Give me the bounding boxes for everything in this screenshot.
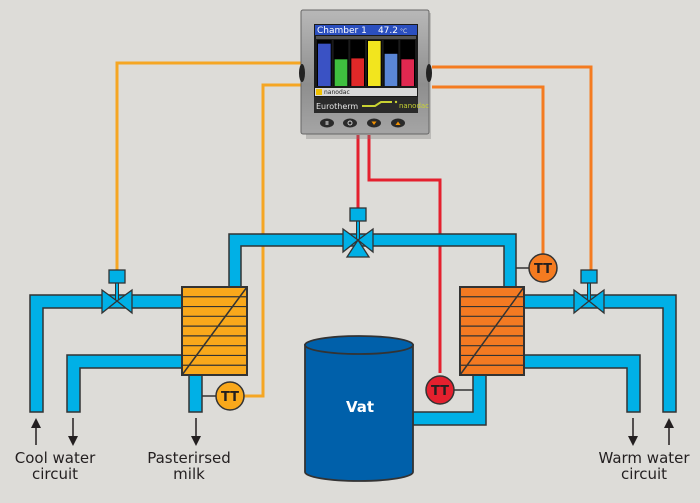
screen-scale-strip	[316, 36, 416, 39]
screen-bar-ch2	[334, 59, 348, 86]
scroll-button[interactable]	[343, 118, 357, 128]
connector-right	[426, 64, 432, 82]
up-arrow-icon	[395, 121, 401, 125]
page-button[interactable]	[320, 118, 334, 128]
arrow-up-icon	[664, 418, 674, 445]
three-way-valve[interactable]	[342, 207, 374, 258]
controller-buttons	[320, 118, 405, 128]
tt-warm[interactable]: TT	[516, 253, 558, 283]
screen-bar-ch3	[351, 58, 364, 86]
vat[interactable]: Vat	[304, 335, 414, 482]
screen-bars	[316, 36, 416, 86]
page-icon	[325, 121, 329, 125]
tt-vat-label: TT	[431, 384, 449, 399]
screen-channel-title: Chamber 1	[317, 26, 367, 36]
brand-logo-icon	[362, 101, 392, 107]
screen-bar-ch1	[318, 43, 331, 86]
connector-left	[299, 64, 305, 82]
cool-water-label-2: circuit	[32, 465, 78, 483]
signal-line-warm-tt	[432, 85, 545, 254]
brand-name: Eurotherm	[316, 102, 358, 111]
tt-cool-label: TT	[221, 390, 239, 405]
pipe-cool-in	[29, 294, 183, 413]
tt-warm-label: TT	[534, 262, 552, 277]
signal-line-vat-tt	[367, 135, 442, 373]
vat-label: Vat	[346, 398, 374, 416]
pasteurised-label-2: milk	[173, 465, 205, 483]
pipe-warm-out	[523, 354, 641, 413]
screen-bar-ch5	[384, 53, 398, 86]
screen-title-bar	[315, 25, 417, 35]
screen-bar-ch6	[401, 59, 414, 86]
pipe-milk-out	[188, 374, 203, 413]
screen-bar-ch4	[368, 40, 381, 86]
arrow-up-icon	[31, 418, 41, 445]
pipe-warm-in	[523, 294, 677, 413]
heat-exchanger-cool	[181, 286, 248, 376]
pasteurised-label-1: Pasterirsed	[147, 449, 231, 467]
screen-footer	[315, 88, 417, 96]
flow-arrows	[31, 418, 674, 446]
screen-unit: °C	[400, 28, 407, 35]
warm-water-label-1: Warm water	[598, 449, 690, 467]
cool-water-label-1: Cool water	[15, 449, 96, 467]
down-arrow-icon	[371, 121, 377, 125]
pipe-cool-out	[66, 354, 183, 413]
screen-footer-label: nanodac	[324, 89, 350, 96]
control-valve-warm[interactable]	[573, 269, 605, 315]
screen-value: 47.2	[378, 26, 398, 36]
arrow-down-icon	[191, 418, 201, 446]
controller[interactable]: Chamber 1 47.2 °C nanodac Eurotherm nano…	[299, 9, 432, 139]
arrow-down-icon	[628, 418, 638, 446]
signal-line-warm-valve	[432, 65, 593, 270]
tt-vat[interactable]: TT	[425, 375, 473, 405]
product-name: nanodac	[399, 102, 429, 110]
arrow-down-icon	[68, 418, 78, 446]
raise-button[interactable]	[391, 118, 405, 128]
lower-button[interactable]	[367, 118, 381, 128]
control-valve-cool[interactable]	[101, 269, 133, 315]
home-icon	[316, 89, 322, 95]
signal-lines	[115, 61, 593, 398]
heat-exchanger-warm	[459, 286, 525, 376]
warm-water-label-2: circuit	[621, 465, 667, 483]
labels: Cool water circuit Pasterirsed milk Warm…	[15, 449, 691, 483]
scroll-icon	[347, 120, 353, 126]
tt-cool[interactable]: TT	[202, 381, 245, 411]
signal-line-cool-valve	[115, 61, 303, 270]
